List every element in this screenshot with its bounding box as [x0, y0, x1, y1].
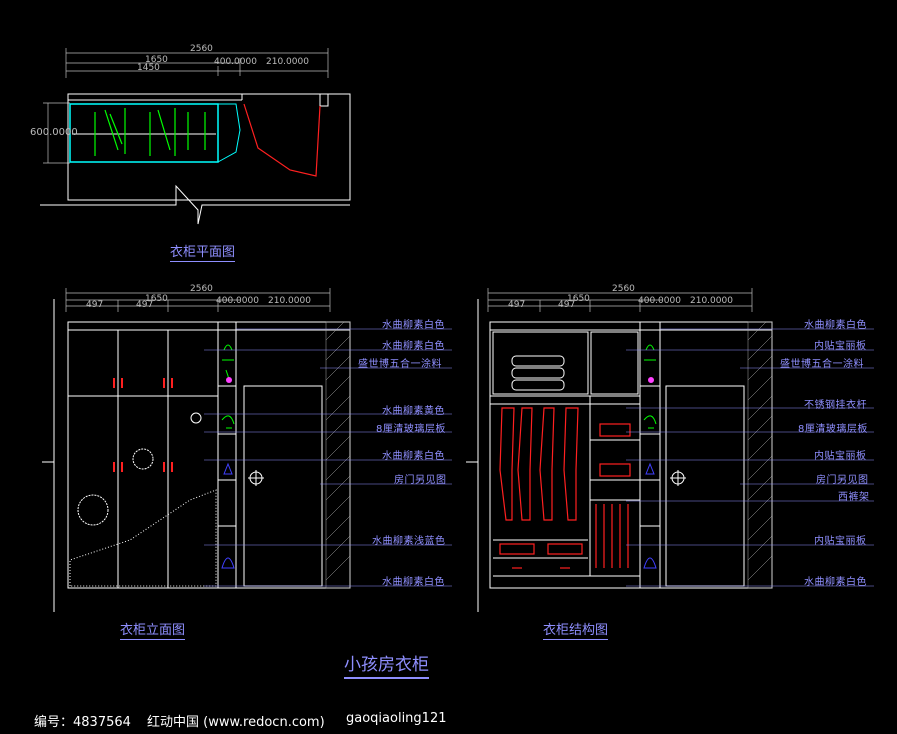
structure-dim-497a: 497 [508, 300, 526, 310]
elevation-dim-497a: 497 [86, 300, 104, 310]
elevation-leader-lines [204, 328, 452, 587]
plan-wardrobe [69, 103, 321, 177]
footer-author: gaoqiaoling121 [346, 711, 447, 726]
elevation-label-5: 8厘清玻璃层板 [376, 424, 446, 435]
plan-dim-400: 400.0000 [214, 57, 257, 67]
elevation-decor [69, 344, 264, 587]
structure-label-7: 房门另见图 [816, 475, 869, 486]
plan-dim-1650: 1650 [145, 55, 168, 65]
structure-label-3: 盛世博五合一涂料 [780, 359, 864, 370]
structure-label-5: 8厘清玻璃层板 [798, 424, 868, 435]
elevation-title: 衣柜立面图 [120, 619, 186, 640]
elevation-label-8: 水曲柳素浅蓝色 [372, 536, 446, 547]
elevation-label-4: 水曲柳素黄色 [382, 406, 445, 417]
structure-dim-1650: 1650 [567, 294, 590, 304]
elevation-label-3: 盛世博五合一涂料 [358, 359, 442, 370]
plan-depth-label: 600.0000 [30, 127, 78, 138]
elevation-dimension-lines [65, 288, 331, 312]
structure-label-9: 内贴宝丽板 [814, 536, 867, 547]
elevation-label-6: 水曲柳素白色 [382, 451, 445, 462]
structure-label-4: 不锈钢挂衣杆 [804, 400, 867, 411]
main-title: 小孩房衣柜 [344, 650, 429, 679]
elevation-label-9: 水曲柳素白色 [382, 577, 445, 588]
plan-title: 衣柜平面图 [170, 241, 236, 262]
elevation-label-2: 水曲柳素白色 [382, 341, 445, 352]
footer-bar: 编号：4837564 红动中国 (www.redocn.com) gaoqiao… [0, 703, 897, 734]
elevation-frame [42, 299, 351, 612]
elevation-dim-400: 400.0000 [216, 296, 259, 306]
structure-dimension-lines [487, 288, 753, 312]
elevation-wall-hatch [325, 321, 351, 589]
elevation-label-7: 房门另见图 [394, 475, 447, 486]
structure-label-2: 内贴宝丽板 [814, 341, 867, 352]
elevation-label-1: 水曲柳素白色 [382, 320, 445, 331]
structure-dim-497b: 497 [558, 300, 576, 310]
plan-dim-1450: 1450 [137, 63, 160, 73]
elevation-dim-total: 2560 [190, 284, 213, 294]
structure-label-10: 水曲柳素白色 [804, 577, 867, 588]
structure-label-6: 内贴宝丽板 [814, 451, 867, 462]
footer-site: 红动中国 (www.redocn.com) [147, 715, 325, 730]
structure-title: 衣柜结构图 [543, 619, 609, 640]
structure-dim-total: 2560 [612, 284, 635, 294]
structure-dim-400: 400.0000 [638, 296, 681, 306]
plan-dimension-lines [43, 48, 329, 164]
structure-dim-210: 210.0000 [690, 296, 733, 306]
structure-label-8: 西裤架 [838, 492, 870, 503]
structure-wall-hatch [747, 321, 773, 589]
plan-walls [40, 93, 351, 225]
structure-label-1: 水曲柳素白色 [804, 320, 867, 331]
elevation-dim-497b: 497 [136, 300, 154, 310]
plan-dim-210: 210.0000 [266, 57, 309, 67]
plan-dim-total: 2560 [190, 44, 213, 54]
elevation-dim-1650: 1650 [145, 294, 168, 304]
elevation-dim-210: 210.0000 [268, 296, 311, 306]
structure-contents [499, 344, 686, 569]
footer-id: 编号：4837564 [34, 715, 131, 730]
structure-leader-lines [626, 328, 874, 587]
